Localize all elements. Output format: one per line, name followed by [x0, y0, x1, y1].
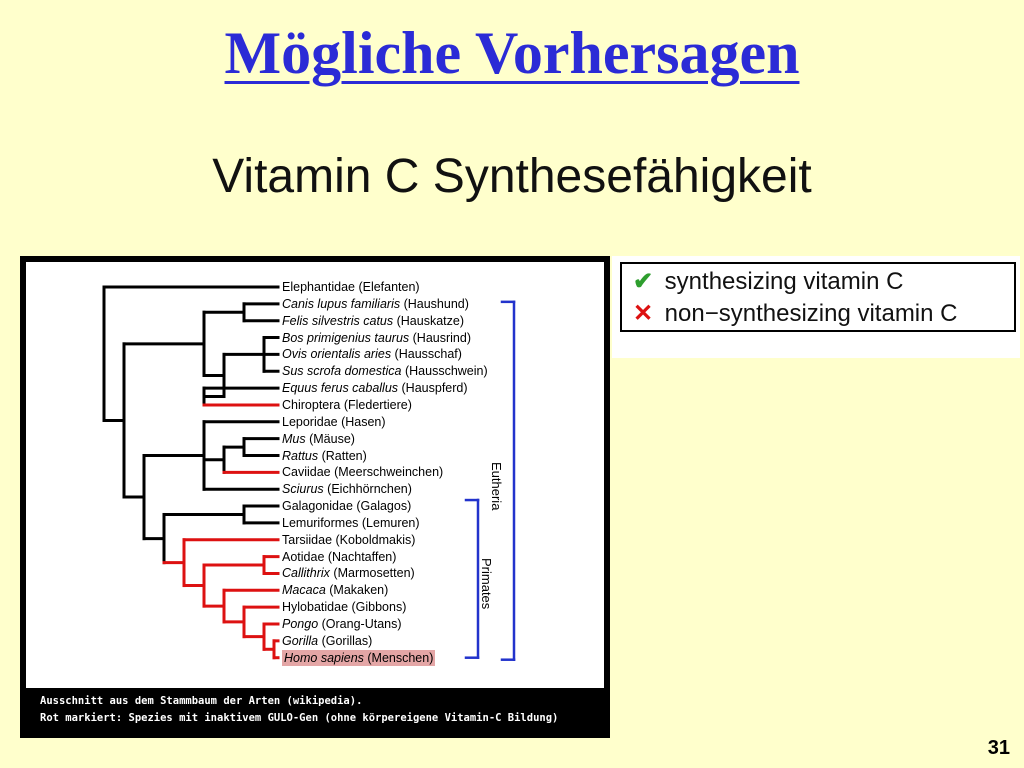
taxon-label: Canis lupus familiaris (Haushund): [282, 296, 469, 311]
cross-icon: ✕: [632, 300, 654, 327]
taxon-label: Gorilla (Gorillas): [282, 633, 373, 648]
legend-nonsynth-label: non−synthesizing vitamin C: [664, 300, 958, 327]
legend-synth-label: synthesizing vitamin C: [664, 268, 904, 295]
page-number: 31: [987, 737, 1010, 759]
taxon-label: Felis silvestris catus (Hauskatze): [282, 313, 464, 328]
slide-title: Mögliche Vorhersagen: [224, 20, 800, 86]
taxon-label: Leporidae (Hasen): [282, 414, 386, 429]
taxon-label: Homo sapiens (Menschen): [282, 649, 436, 666]
slide-subtitle: Vitamin C Synthesefähigkeit: [212, 150, 812, 203]
taxon-label: Sus scrofa domestica (Hausschwein): [282, 364, 488, 379]
taxon-label: Mus (Mäuse): [282, 431, 355, 446]
taxon-label: Lemuriformes (Lemuren): [282, 515, 420, 530]
taxon-label: Elephantidae (Elefanten): [282, 280, 420, 294]
primates-label: Primates: [479, 558, 494, 610]
taxon-label: Equus ferus caballus (Hauspferd): [282, 381, 468, 396]
taxon-label: Chiroptera (Fledertiere): [282, 397, 412, 412]
taxon-label: Pongo (Orang-Utans): [282, 617, 402, 631]
legend-box: ✔ synthesizing vitamin C ✕ non−synthesiz…: [620, 262, 1016, 332]
legend-row-nonsynthesizing: ✕ non−synthesizing vitamin C: [628, 298, 958, 330]
taxon-label: Sciurus (Eichhörnchen): [282, 482, 412, 497]
phylogeny-panel: Elephantidae (Elefanten) Canis lupus fami…: [26, 262, 604, 688]
taxon-label: Aotidae (Nachtaffen): [282, 549, 397, 564]
figure-caption-line2: Rot markiert: Spezies mit inaktivem GULO…: [40, 712, 559, 724]
eutheria-label: Eutheria: [489, 462, 504, 511]
phylogeny-figure: Elephantidae (Elefanten) Canis lupus fami…: [20, 256, 610, 738]
taxon-label: Ovis orientalis aries (Hausschaf): [282, 347, 462, 362]
taxon-label: Bos primigenius taurus (Hausrind): [282, 330, 471, 345]
taxon-label: Tarsiidae (Koboldmakis): [282, 532, 416, 547]
legend-row-synthesizing: ✔ synthesizing vitamin C: [628, 266, 904, 298]
taxon-label: Caviidae (Meerschweinchen): [282, 465, 444, 480]
check-icon: ✔: [632, 268, 654, 295]
phylogeny-tree: [102, 285, 516, 661]
figure-caption-line1: Ausschnitt aus dem Stammbaum der Arten (…: [40, 695, 363, 707]
taxon-label: Macaca (Makaken): [282, 583, 389, 598]
taxon-label: Rattus (Ratten): [282, 448, 367, 463]
taxon-label: Galagonidae (Galagos): [282, 499, 412, 514]
taxon-label: Callithrix (Marmosetten): [282, 566, 415, 581]
taxon-label: Hylobatidae (Gibbons): [282, 600, 407, 615]
